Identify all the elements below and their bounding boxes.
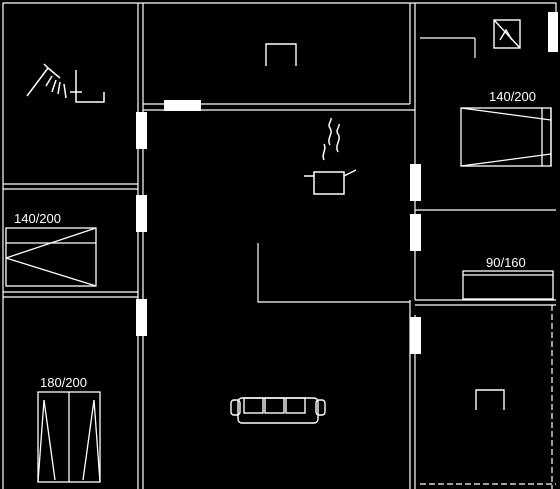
door (548, 12, 558, 52)
door (136, 112, 147, 149)
stove-pot-icon (304, 117, 357, 195)
door (136, 299, 147, 336)
bed-icon (460, 107, 552, 167)
bed-size-label-right: 90/160 (486, 255, 526, 270)
bed-size-label-left: 140/200 (14, 211, 61, 226)
toilet-icon (475, 389, 505, 410)
bed-icon (37, 391, 101, 483)
bed-icon (5, 227, 97, 287)
bed-size-label-bottom-left: 180/200 (40, 375, 87, 390)
sofa-icon (230, 397, 326, 424)
door (164, 100, 201, 111)
door (410, 317, 421, 354)
shower-icon (26, 63, 105, 103)
door (136, 195, 147, 232)
doors (136, 12, 558, 354)
bed-size-label-top-right: 140/200 (489, 89, 536, 104)
door (410, 214, 421, 251)
washbasin-icon (265, 43, 297, 66)
door (410, 164, 421, 201)
boiler-icon (493, 19, 521, 49)
bed-icon (462, 270, 554, 300)
